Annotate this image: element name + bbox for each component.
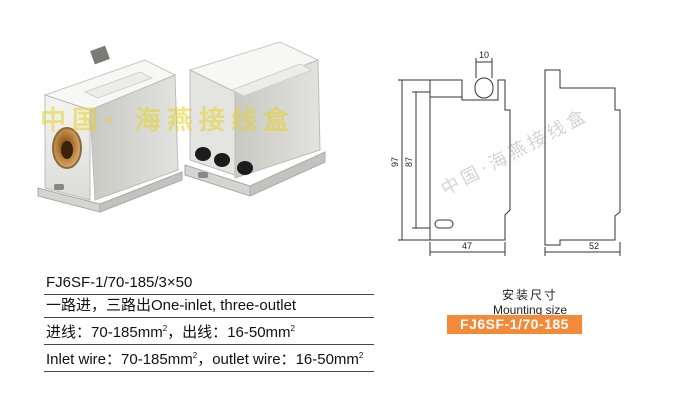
inlet-cn-value: 70-185mm: [91, 324, 163, 341]
dim-inner-height: 87: [404, 157, 414, 167]
inlet-en-value: 70-185mm: [121, 351, 193, 368]
dimension-drawing: 10 97 87 47 52: [390, 50, 621, 256]
mounting-drawing: 10 97 87 47 52: [370, 40, 680, 270]
dim-side-width: 52: [589, 241, 599, 251]
inlet-en-label: Inlet wire：: [46, 351, 122, 368]
terminal-block-illustration: [37, 41, 326, 213]
product-photo: [0, 0, 370, 270]
inlet-en-sup: 2: [192, 351, 198, 360]
dim-front-width: 47: [462, 241, 472, 251]
dim-tab-width: 10: [479, 50, 489, 60]
outlet-en-sup: 2: [358, 351, 364, 360]
spec-wire-en: Inlet wire：70-185mm2，outlet wire：16-50mm…: [44, 345, 374, 372]
dim-total-height: 97: [390, 157, 400, 167]
inlet-cn-sup: 2: [162, 324, 168, 333]
outlet-cn-label: ，出线：: [167, 324, 228, 341]
mounting-title-cn: 安装尺寸: [501, 288, 558, 302]
spec-block: FJ6SF-1/70-185/3×50 一路进，三路出One-inlet, th…: [44, 272, 374, 372]
mounting-title-en: Mounting size: [492, 303, 568, 317]
outlet-cn-value: 16-50mm: [227, 324, 291, 341]
watermark-photo: 中国· 海燕接线盒: [40, 106, 295, 136]
outlet-en-value: 16-50mm: [295, 351, 359, 368]
outlet-cn-sup: 2: [290, 324, 295, 333]
inlet-cn-label: 进线：: [46, 324, 92, 341]
mounting-caption: 安装尺寸 Mounting size: [480, 286, 580, 317]
spec-wire-cn: 进线：70-185mm2，出线：16-50mm2: [44, 318, 374, 345]
outlet-en-label: ，outlet wire：: [197, 351, 296, 368]
spec-config: 一路进，三路出One-inlet, three-outlet: [44, 295, 374, 318]
spec-model: FJ6SF-1/70-185/3×50: [44, 272, 374, 295]
outlet-block: [184, 41, 326, 197]
mounting-model-badge: FJ6SF-1/70-185: [447, 315, 582, 334]
inlet-block: [37, 45, 183, 213]
